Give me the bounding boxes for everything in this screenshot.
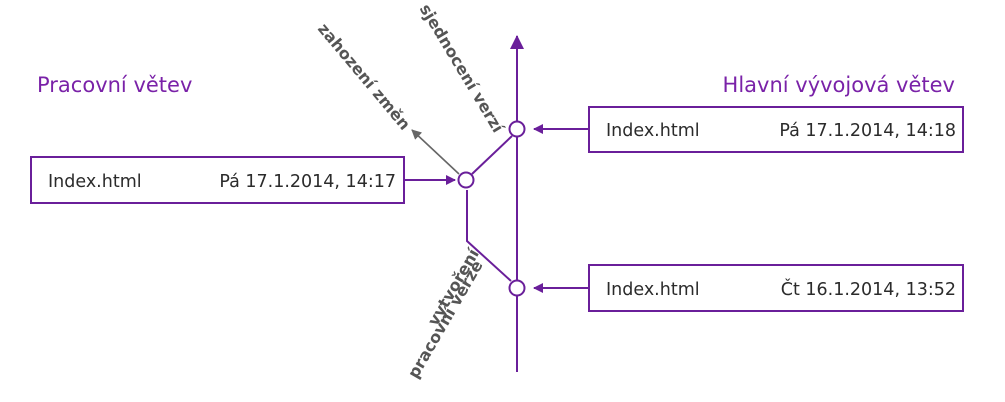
merge-node (508, 120, 526, 138)
work-node (457, 171, 475, 189)
main-top-file-name: Index.html (606, 121, 700, 141)
merge-label: sjednocení verzí (416, 1, 508, 138)
create-node (508, 279, 526, 297)
work-file-name: Index.html (48, 172, 142, 192)
main-top-file-date: Pá 17.1.2014, 14:18 (779, 121, 956, 141)
discard-arrow (411, 129, 460, 175)
main-top-file-box: Index.html Pá 17.1.2014, 14:18 (588, 106, 964, 153)
create-label-line2: pracovní verze (404, 257, 487, 382)
main-branch-heading: Hlavní vývojová větev (723, 73, 955, 97)
main-bottom-file-box: Index.html Čt 16.1.2014, 13:52 (588, 264, 964, 312)
work-file-box: Index.html Pá 17.1.2014, 14:17 (30, 156, 405, 204)
work-file-date: Pá 17.1.2014, 14:17 (219, 172, 396, 192)
merge-connector (471, 135, 513, 175)
main-bottom-file-date: Čt 16.1.2014, 13:52 (781, 278, 956, 300)
main-bottom-file-name: Index.html (606, 280, 700, 300)
discard-label: zahození změn (314, 19, 414, 133)
work-branch-heading: Pracovní větev (37, 73, 192, 97)
branch-create-connector (466, 190, 512, 282)
